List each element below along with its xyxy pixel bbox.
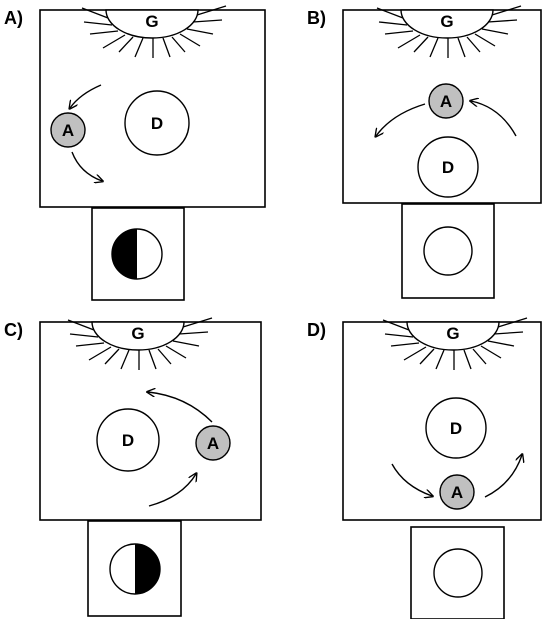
sun-label: G (440, 12, 453, 31)
sun-body (91, 321, 185, 351)
moon-label: A (62, 121, 74, 140)
sun-label: G (131, 324, 144, 343)
panel-label: B) (307, 8, 326, 28)
panel-label: C) (4, 320, 23, 340)
panel-label: A) (4, 8, 23, 28)
sun-rays-icon (81, 5, 227, 58)
first-quarter-moon-icon (111, 228, 163, 280)
earth-label: D (442, 158, 454, 177)
panel-b: B) G A (307, 5, 542, 299)
sun: G (382, 317, 528, 370)
sun-label: G (145, 12, 158, 31)
earth: D (425, 397, 487, 459)
moon: A (195, 425, 231, 461)
earth-label: D (450, 419, 462, 438)
orbit-arrow (70, 84, 102, 108)
sun-body (105, 9, 199, 39)
earth-label: D (122, 431, 134, 450)
earth: D (417, 136, 479, 198)
panel-a: A) G D (4, 5, 266, 301)
orbit-arrow (71, 151, 102, 181)
panel-c: C) G D (4, 317, 262, 617)
sun-rays-icon (382, 317, 528, 370)
orbit-arrow (484, 455, 522, 498)
earth: D (124, 90, 190, 156)
orbit-arrow (148, 474, 196, 507)
sun-label: G (446, 324, 459, 343)
orbit-arrow (148, 392, 213, 423)
moon-label: A (207, 434, 219, 453)
earth-label: D (151, 114, 163, 133)
sun: G (376, 5, 522, 58)
sun-body (400, 9, 494, 39)
moon-label: A (440, 92, 452, 111)
orbit-arrow (471, 101, 517, 137)
sun: G (67, 317, 213, 370)
sun: G (81, 5, 227, 58)
sun-rays-icon (67, 317, 213, 370)
moon: A (439, 474, 475, 510)
panel-label: D) (307, 320, 326, 340)
moon: A (428, 83, 464, 119)
last-quarter-moon-icon (109, 543, 161, 595)
orbit-arrow (391, 463, 432, 496)
full-moon-icon (433, 548, 483, 598)
sun-body (406, 321, 500, 351)
orbit-arrow (376, 103, 426, 136)
panel-d: D) G D (307, 317, 542, 619)
earth: D (96, 408, 160, 472)
moon: A (50, 112, 86, 148)
moon-label: A (451, 483, 463, 502)
sun-rays-icon (376, 5, 522, 58)
full-moon-icon (423, 226, 473, 276)
